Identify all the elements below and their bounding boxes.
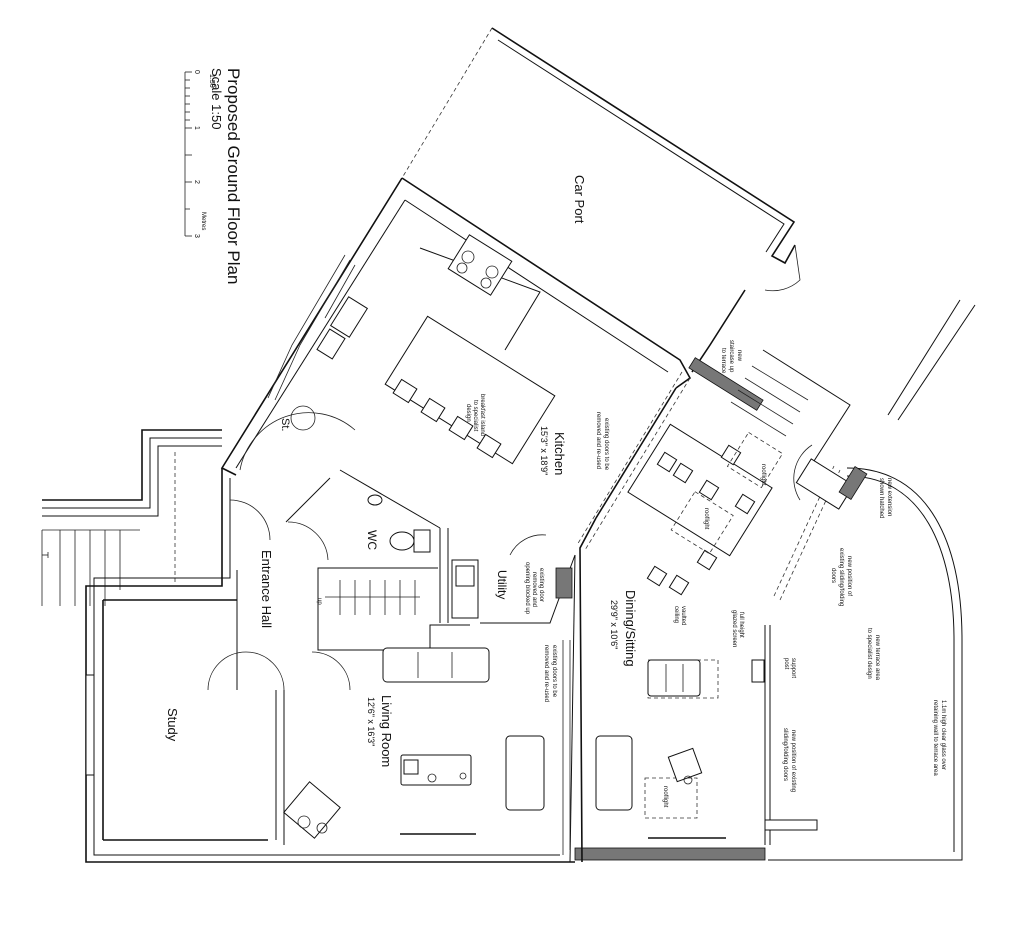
- study-label: Study: [165, 708, 180, 742]
- support-post-note-1: support: [790, 658, 796, 678]
- living-furniture: [283, 647, 545, 839]
- main-walls: [85, 468, 576, 863]
- breakfast-island: [384, 315, 556, 465]
- living-room-label: Living Room: [379, 695, 394, 767]
- internal-stair: [325, 580, 420, 615]
- vaulted-note-1: vaulted: [680, 606, 686, 625]
- breakfast-island-note-2: to specialist: [472, 400, 478, 432]
- entrance-doors: [207, 499, 351, 691]
- kitchen-doors-note-1: existing doors to be: [603, 418, 609, 471]
- kitchen-worktop: [267, 254, 369, 401]
- external-stair: [41, 429, 222, 606]
- glass-wall-note-1: 1.1m high clear glass over: [940, 700, 946, 770]
- scale-ratio-label: 1:50: [208, 74, 215, 88]
- utility-door-note-2: removed and: [531, 572, 537, 607]
- scale-tick-3: 3: [193, 234, 200, 238]
- dining-label: Dining/Sitting: [623, 590, 638, 667]
- rooflight-label-2: rooflight: [760, 464, 766, 486]
- utility-label: Utility: [495, 570, 509, 599]
- scale-tick-1: 1: [193, 126, 200, 130]
- scale-unit-label: Metres: [200, 212, 206, 230]
- rooflight-label-1: rooflight: [703, 508, 709, 530]
- staircase-note-3: to terrace: [720, 348, 726, 374]
- sliding-doors-top-note-2: existing sliding/folding: [838, 548, 844, 606]
- plan-title: Proposed Ground Floor Plan: [224, 68, 243, 284]
- stair-up-label: up: [316, 598, 322, 605]
- kitchen-size: 15'3" x 18'9": [539, 426, 549, 475]
- bar-stools: [392, 378, 502, 459]
- study-window: [85, 674, 95, 776]
- extension-walls: [555, 357, 766, 861]
- entrance-hall-label: Entrance Hall: [259, 550, 274, 628]
- support-post-note-2: post: [783, 658, 789, 670]
- glass-wall-note-2: retaining wall to terrace area: [932, 700, 938, 776]
- scale-tick-0: 0: [193, 70, 200, 74]
- full-height-note-1: full height: [738, 612, 744, 638]
- kitchen-doors-note-2: removed and re-used: [595, 412, 601, 469]
- staircase-note-2: staircase up: [728, 340, 734, 373]
- staircase-note-1: new: [736, 350, 742, 362]
- wc-label: WC: [365, 530, 379, 550]
- dining-size: 29'9" x 10'6": [609, 600, 619, 649]
- car-port-walls: [401, 27, 801, 373]
- store-cupboard: [239, 405, 356, 471]
- utility-door-note-3: opening blocked up: [524, 562, 530, 615]
- hob-icon: [447, 234, 513, 296]
- sliding-doors-top-note-1: new position of: [846, 556, 852, 596]
- extension-note-1: new extension: [886, 478, 892, 516]
- terrace-note-1: new terrace area: [874, 635, 880, 681]
- dining-furniture: [595, 659, 726, 839]
- terrace-stair: [730, 349, 868, 510]
- breakfast-island-note-3: design: [465, 404, 471, 422]
- sliding-doors-bottom-note-2: sliding/folding doors: [782, 728, 788, 781]
- terrace-walls: [768, 299, 976, 861]
- kitchen-label: Kitchen: [552, 432, 567, 475]
- living-doors-note-1: existing doors to be: [551, 645, 557, 698]
- living-doors-note-2: removed and re-used: [543, 645, 549, 702]
- full-height-note-2: glazed screen: [731, 610, 737, 647]
- vaulted-note-2: ceiling: [673, 606, 679, 623]
- scale-tick-2: 2: [193, 180, 200, 184]
- car-port-label: Car Port: [572, 175, 587, 224]
- utility-door-note-1: existing door: [538, 568, 544, 602]
- wc-fittings: [367, 494, 431, 553]
- scale-bar: [184, 71, 192, 237]
- rooflight-label-4: rooflight: [662, 786, 668, 808]
- extension-note-2: shown hatched: [878, 478, 884, 518]
- sliding-doors-bottom-note-1: new position of existing: [790, 730, 796, 792]
- utility-fittings: [451, 559, 479, 619]
- dining-table: [627, 423, 773, 596]
- store-label: St.: [279, 418, 291, 431]
- breakfast-island-note-1: breakfast island: [479, 394, 485, 436]
- terrace-note-2: to specialist design: [866, 628, 872, 679]
- sliding-doors-top-note-3: doors: [830, 568, 836, 583]
- plan-scale: Scale 1:50: [209, 68, 224, 129]
- living-room-size: 12'6" x 16'3": [366, 697, 376, 746]
